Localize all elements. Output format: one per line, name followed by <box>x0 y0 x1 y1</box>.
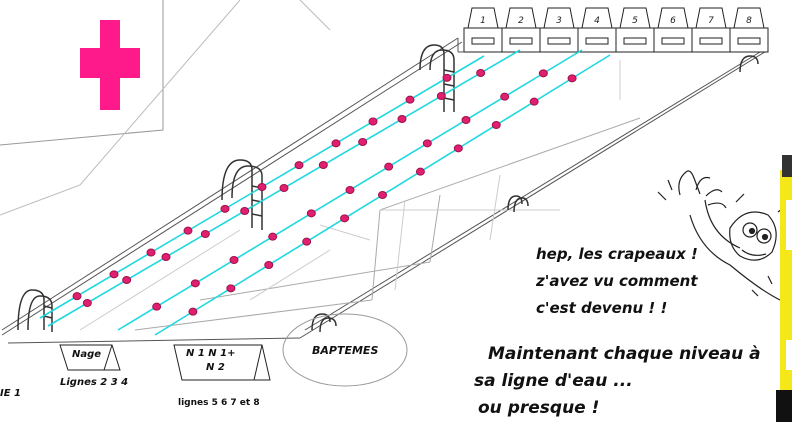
lane-buoy <box>188 307 198 316</box>
niveaux-sign-label-1: N 1 N 1+ <box>186 348 236 359</box>
starting-block-number: 6 <box>670 16 676 26</box>
lane-buoy <box>415 167 425 176</box>
lane-buoy <box>405 95 415 104</box>
starting-block-number: 4 <box>594 16 600 26</box>
lane-buoy <box>476 69 486 77</box>
lane-buoy <box>358 138 368 146</box>
niveaux-lanes-label: lignes 5 6 7 et 8 <box>178 398 260 408</box>
lane-buoy <box>378 191 387 199</box>
speech-line-2: z'avez vu comment <box>536 272 698 290</box>
lane-buoy <box>567 74 577 83</box>
lane-buoy <box>294 161 304 170</box>
lane-buoy <box>146 248 156 257</box>
lane-ropes <box>39 49 611 336</box>
nage-lanes-label: Lignes 2 3 4 <box>60 377 129 388</box>
starting-blocks: 1 2 3 4 5 6 7 8 <box>463 7 769 53</box>
baptemes-area <box>282 313 408 387</box>
lane-buoy <box>220 204 230 213</box>
lane-buoy <box>257 183 267 191</box>
starting-block-8: 8 <box>729 7 769 53</box>
lane-buoy <box>109 270 119 279</box>
lane-buoy <box>279 184 289 192</box>
starting-block-4: 4 <box>577 7 617 53</box>
lane-buoy <box>200 230 210 238</box>
starting-block-1: 1 <box>463 7 503 53</box>
yellow-panel <box>776 155 792 422</box>
lane-buoy <box>500 92 510 101</box>
lane-buoy <box>529 97 539 106</box>
building <box>0 0 331 216</box>
note-line-2: sa ligne d'eau ... <box>474 371 633 391</box>
starting-block-5: 5 <box>615 7 655 53</box>
speech-line-1: hep, les crapeaux ! <box>536 245 698 263</box>
lane-buoy <box>190 279 200 288</box>
lane-buoy <box>82 299 92 307</box>
starting-block-2: 2 <box>501 7 541 53</box>
lane-buoy <box>152 302 162 311</box>
speech-line-3: c'est devenu ! ! <box>536 299 668 317</box>
lane-buoy <box>122 276 132 284</box>
note-line-1: Maintenant chaque niveau à <box>488 344 761 364</box>
starting-block-number: 7 <box>708 16 714 26</box>
lane-buoy <box>345 186 355 194</box>
niveaux-sign <box>173 344 271 381</box>
baptemes-label: BAPTEMES <box>312 344 379 357</box>
nage-sign-label: Nage <box>72 349 102 360</box>
starting-block-number: 8 <box>746 16 752 26</box>
lane-buoy <box>72 292 82 301</box>
lane-buoy <box>318 161 328 169</box>
nage-sign <box>59 344 121 371</box>
lane-buoy <box>442 73 452 82</box>
lane-buoy <box>183 226 193 235</box>
starting-block-7: 7 <box>691 7 731 53</box>
lane-buoy <box>397 115 407 123</box>
lane-buoy <box>422 139 432 148</box>
lane-buoy <box>538 69 548 78</box>
starting-block-number: 1 <box>480 16 486 26</box>
lane-buoy <box>340 214 350 223</box>
lane-buoy <box>368 117 378 126</box>
lane-buoy <box>268 232 278 241</box>
lane-buoy <box>461 116 471 124</box>
lane-buoy <box>240 207 250 215</box>
starting-block-number: 2 <box>518 16 524 26</box>
starting-block-number: 3 <box>556 16 562 26</box>
lane-buoy <box>229 256 239 264</box>
pool-ladder-icon <box>17 44 759 333</box>
starting-block-number: 5 <box>632 16 638 26</box>
lane-buoy <box>264 261 274 269</box>
cartoon-frog-icon <box>657 170 787 301</box>
lane-buoy <box>306 209 316 218</box>
starting-block-3: 3 <box>539 7 579 53</box>
lane-buoy <box>453 144 463 153</box>
lane-buoy <box>226 284 236 293</box>
lane-buoy <box>491 121 501 129</box>
note-line-3: ou presque ! <box>478 398 600 418</box>
edge-label: IE 1 <box>0 388 21 399</box>
lane-buoy <box>161 253 171 261</box>
lane-buoy <box>384 162 394 171</box>
lane-buoy <box>436 92 446 100</box>
lane-buoy <box>331 139 341 148</box>
niveaux-sign-label-2: N 2 <box>206 362 225 373</box>
starting-block-6: 6 <box>653 7 693 53</box>
lane-buoy <box>302 237 312 246</box>
